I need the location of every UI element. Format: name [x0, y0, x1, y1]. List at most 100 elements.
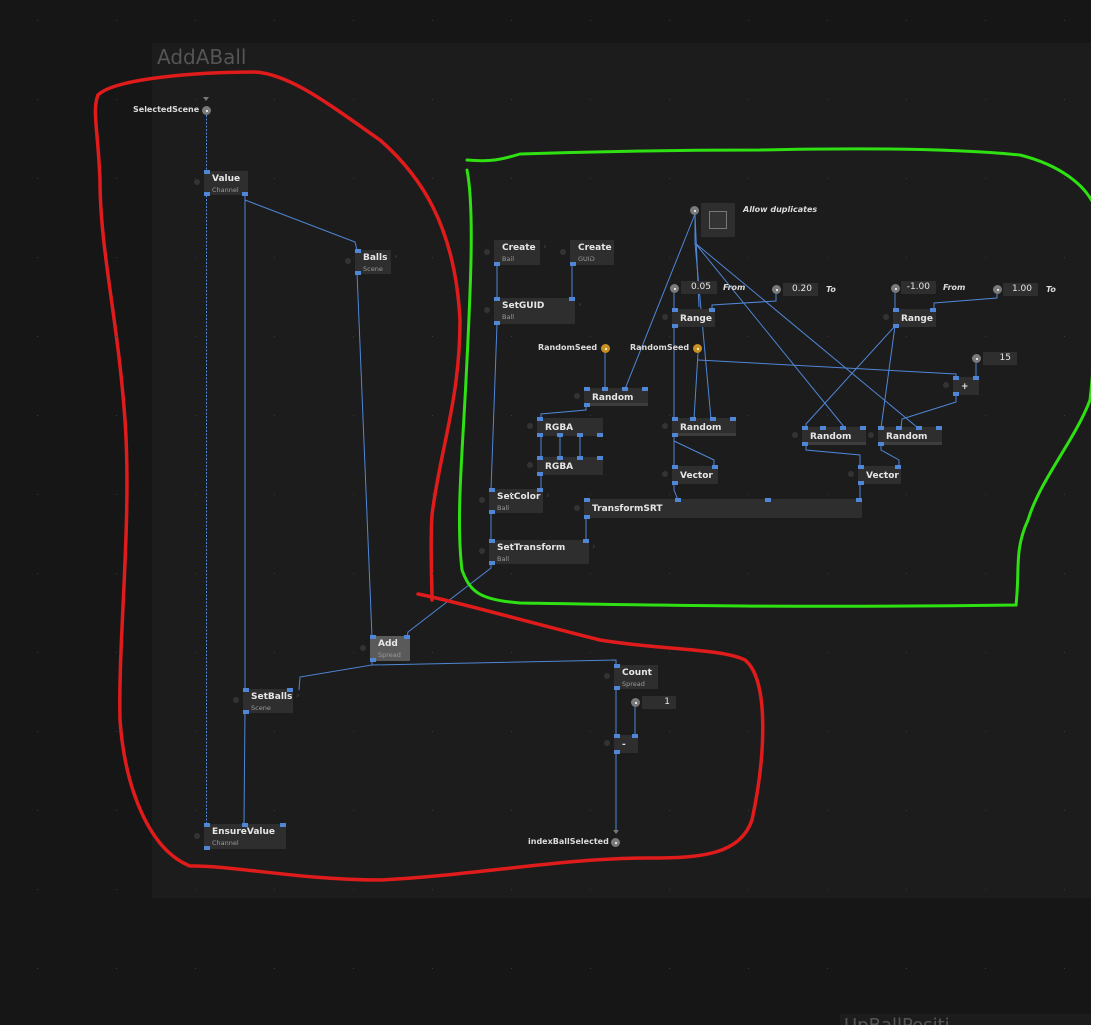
input-pin[interactable]: [243, 688, 249, 692]
chevron-right-icon[interactable]: ›: [394, 252, 398, 262]
output-pin[interactable]: [355, 271, 361, 275]
node-handle-icon[interactable]: [194, 179, 200, 185]
node-random1[interactable]: Random: [584, 387, 648, 407]
input-pin[interactable]: [690, 417, 696, 421]
input-pin[interactable]: [537, 456, 543, 460]
allow-duplicates-toggle[interactable]: [701, 203, 735, 237]
input-pin[interactable]: [930, 308, 936, 312]
output-pin[interactable]: [614, 686, 620, 690]
output-pin[interactable]: [370, 658, 376, 662]
output-pin[interactable]: [584, 403, 590, 407]
input-pin[interactable]: [765, 498, 771, 502]
output-pin[interactable]: [584, 515, 590, 519]
node-handle-icon[interactable]: [484, 307, 490, 313]
io-pin-range2-to[interactable]: [993, 285, 1002, 294]
input-pin[interactable]: [896, 426, 902, 430]
input-pin[interactable]: [577, 456, 583, 460]
input-pin[interactable]: [622, 387, 628, 391]
node-handle-icon[interactable]: [479, 548, 485, 554]
input-pin[interactable]: [642, 387, 648, 391]
io-pin-range2-from[interactable]: [891, 284, 900, 293]
node-random2[interactable]: Random: [672, 417, 736, 437]
output-pin[interactable]: [953, 392, 959, 396]
io-pin-selectedscene[interactable]: [202, 106, 211, 115]
node-rgba1[interactable]: RGBA: [537, 417, 603, 437]
input-pin[interactable]: [557, 456, 563, 460]
node-handle-icon[interactable]: [662, 423, 668, 429]
node-handle-icon[interactable]: [194, 832, 200, 839]
input-pin[interactable]: [712, 465, 718, 469]
output-pin[interactable]: [537, 472, 543, 476]
output-pin[interactable]: [570, 262, 576, 266]
input-pin[interactable]: [858, 465, 864, 469]
node-handle-icon[interactable]: [560, 248, 566, 255]
output-pin[interactable]: [614, 750, 620, 754]
output-pin[interactable]: [878, 442, 884, 446]
chevron-right-icon[interactable]: ›: [592, 542, 596, 552]
chevron-right-icon[interactable]: ›: [296, 691, 300, 701]
input-pin[interactable]: [204, 170, 210, 174]
input-pin[interactable]: [370, 635, 376, 639]
input-pin[interactable]: [730, 417, 736, 421]
node-handle-icon[interactable]: [574, 393, 580, 399]
node-handle-icon[interactable]: [479, 497, 485, 503]
node-handle-icon[interactable]: [943, 382, 949, 388]
output-pin[interactable]: [858, 481, 864, 485]
input-pin[interactable]: [893, 308, 899, 312]
node-handle-icon[interactable]: [848, 471, 854, 477]
output-pin[interactable]: [494, 262, 500, 266]
node-vector2[interactable]: Vector: [858, 465, 901, 485]
node-rgba2[interactable]: RGBA: [537, 456, 603, 476]
output-pin[interactable]: [489, 561, 495, 565]
input-pin[interactable]: [672, 417, 678, 421]
input-pin[interactable]: [242, 823, 248, 827]
input-pin[interactable]: [494, 297, 500, 301]
output-pin[interactable]: [204, 846, 210, 850]
node-handle-icon[interactable]: [484, 248, 490, 255]
input-pin[interactable]: [709, 308, 715, 312]
node-handle-icon[interactable]: [792, 432, 798, 438]
input-pin[interactable]: [614, 734, 620, 738]
output-pin[interactable]: [557, 433, 563, 437]
io-pin-indexballselected[interactable]: [611, 838, 620, 847]
output-pin[interactable]: [672, 433, 678, 437]
input-pin[interactable]: [895, 465, 901, 469]
output-pin[interactable]: [672, 481, 678, 485]
input-pin[interactable]: [287, 688, 293, 692]
io-pin-randomseed-1[interactable]: [601, 344, 610, 353]
input-pin[interactable]: [936, 426, 942, 430]
input-pin[interactable]: [489, 539, 495, 543]
input-pin[interactable]: [404, 635, 410, 639]
node-handle-icon[interactable]: [868, 432, 874, 438]
io-pin-plus-input[interactable]: [972, 354, 981, 363]
input-pin[interactable]: [569, 297, 575, 301]
input-pin[interactable]: [584, 387, 590, 391]
range2-to-input[interactable]: 1.00: [1003, 283, 1038, 296]
output-pin[interactable]: [494, 321, 500, 325]
input-pin[interactable]: [856, 498, 862, 502]
node-handle-icon[interactable]: [662, 314, 668, 320]
range2-from-input[interactable]: -1.00: [901, 281, 936, 294]
input-pin[interactable]: [675, 498, 681, 502]
input-pin[interactable]: [632, 734, 638, 738]
input-pin[interactable]: [614, 664, 620, 668]
node-vector1[interactable]: Vector: [672, 465, 718, 485]
node-handle-icon[interactable]: [604, 740, 610, 746]
node-handle-icon[interactable]: [527, 462, 533, 468]
input-pin[interactable]: [953, 376, 959, 380]
node-handle-icon[interactable]: [233, 697, 239, 703]
input-pin[interactable]: [489, 488, 495, 492]
node-minus[interactable]: -: [614, 734, 638, 754]
node-handle-icon[interactable]: [527, 423, 533, 429]
input-pin[interactable]: [840, 426, 846, 430]
output-pin[interactable]: [893, 324, 899, 328]
